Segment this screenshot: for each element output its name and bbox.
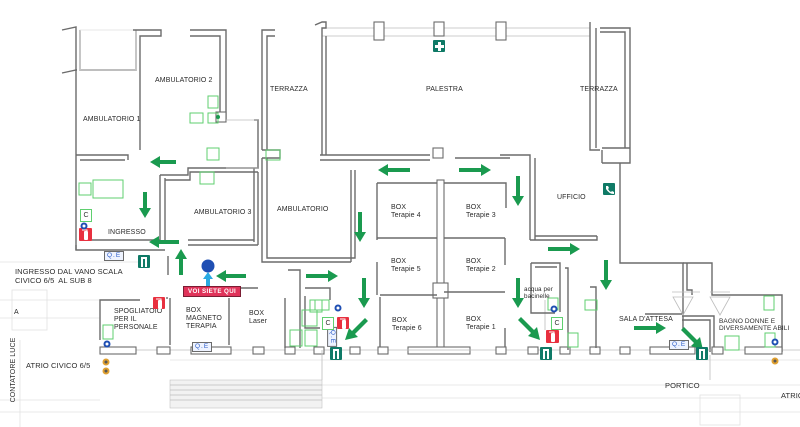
escape-arrow-down (354, 212, 366, 242)
escape-arrow-down-left (345, 318, 368, 340)
room-label-atrio-civico: ATRIO CIVICO 6/5 (26, 361, 91, 370)
background-lines (0, 261, 800, 427)
alarm-button-icon (771, 338, 779, 346)
room-label-terrazza-right: TERRAZZA (580, 86, 618, 93)
fixtures (78, 95, 776, 351)
emergency-phone-sign (603, 183, 615, 195)
c-marker: C (80, 209, 92, 222)
room-label-atrio-right: ATRIO (781, 391, 800, 400)
fire-extinguisher-sign (337, 317, 349, 329)
room-label-ingresso: INGRESSO (108, 229, 146, 236)
electric-panel-label: Q.E (104, 251, 125, 261)
first-aid-sign (433, 40, 445, 52)
first-aid-cross-icon (434, 41, 444, 51)
alarm-button-icon (550, 305, 558, 313)
room-label-box-terapie-5: BOX Terapie 5 (391, 258, 421, 274)
you-are-here-badge: VOI SIETE QUI (183, 286, 242, 297)
exit-door-icon (141, 256, 147, 267)
exit-door-icon (699, 348, 705, 359)
room-label-box-terapie-2: BOX Terapie 2 (466, 258, 496, 274)
escape-arrow-down-right (681, 327, 703, 350)
room-label-box-terapie-6: BOX Terapie 6 (392, 317, 422, 333)
escape-arrow-down-right (518, 317, 540, 340)
c-marker: C (551, 317, 563, 330)
phone-icon (605, 185, 614, 194)
alarm-button-icon (80, 222, 88, 230)
fire-extinguisher-icon (155, 298, 162, 309)
room-label-acqua-bacinelle: acqua per bacinelle (524, 286, 553, 301)
smoke-detector-icon (102, 367, 110, 375)
fire-extinguisher-sign (79, 228, 92, 241)
room-label-box-terapie-1: BOX Terapie 1 (466, 316, 496, 332)
room-label-ambulatorio-3: AMBULATORIO 3 (194, 209, 252, 216)
escape-arrow-down (139, 192, 151, 218)
walls-ambulatorio (261, 29, 430, 263)
c-marker: C (322, 317, 334, 330)
room-label-terrazza-left: TERRAZZA (270, 86, 308, 93)
escape-arrow-right (306, 270, 338, 282)
walls-palestra (314, 21, 631, 240)
escape-arrow-right (459, 164, 491, 176)
fire-extinguisher-icon (82, 229, 88, 240)
fire-extinguisher-icon (549, 331, 555, 342)
smoke-detector-icon (102, 358, 110, 366)
room-label-contatore-luce: CONTATORE LUCE (9, 337, 17, 403)
fire-extinguisher-sign (153, 297, 165, 309)
room-label-box-magneto: BOX MAGNETO TERAPIA (186, 307, 222, 331)
room-label-bagno-donne: BAGNO DONNE E DIVERSAMENTE ABILI (719, 318, 790, 333)
room-label-box-laser: BOX Laser (249, 310, 268, 326)
room-label-portico: PORTICO (665, 381, 700, 390)
escape-arrow-left (216, 270, 246, 282)
emergency-exit-sign (138, 255, 150, 268)
room-label-sala-attesa: SALA D'ATTESA (619, 316, 673, 323)
alarm-button-icon (334, 304, 342, 312)
escape-arrow-right (634, 322, 666, 334)
fire-extinguisher-sign (546, 330, 559, 343)
escape-arrow-up (175, 249, 187, 275)
room-label-ambulatorio-2: AMBULATORIO 2 (155, 77, 213, 84)
escape-arrow-left (378, 164, 410, 176)
electric-panel-label: Q.E (192, 342, 213, 352)
walls-ufficio-right (530, 163, 783, 352)
emergency-exit-sign (330, 347, 342, 360)
electric-panel-label: Q.E (669, 340, 690, 350)
room-label-ambulatorio-1: AMBULATORIO 1 (83, 116, 141, 123)
you-are-here-marker (201, 259, 215, 287)
green-dot-icon (216, 115, 220, 119)
emergency-exit-sign (540, 347, 552, 360)
room-label-box-terapie-3: BOX Terapie 3 (466, 204, 496, 220)
smoke-detector-icon (771, 357, 779, 365)
walls-left-block (61, 26, 259, 275)
walls-bottom-row (99, 262, 800, 380)
escape-arrow-left (150, 156, 176, 168)
escape-arrow-right (548, 243, 580, 255)
escape-arrow-down (512, 278, 524, 308)
alarm-button-icon (103, 340, 111, 348)
room-label-a: A (14, 309, 19, 316)
exit-door-icon (333, 348, 339, 359)
room-label-spogliatoio: SPOGLIATOIO PER IL PERSONALE (114, 308, 163, 332)
room-label-ufficio: UFFICIO (557, 194, 586, 201)
exit-door-icon (543, 348, 549, 359)
emergency-exit-sign (696, 347, 708, 360)
fire-extinguisher-icon (339, 318, 346, 329)
escape-arrow-left (149, 236, 179, 248)
escape-arrow-down (512, 176, 524, 206)
room-label-ingresso-scala: INGRESSO DAL VANO SCALA CIVICO 6/5 AL SU… (15, 267, 123, 285)
staircase (169, 379, 323, 409)
room-label-box-terapie-4: BOX Terapie 4 (391, 204, 421, 220)
room-label-palestra: PALESTRA (426, 86, 463, 93)
escape-arrow-down (358, 278, 370, 308)
escape-arrow-down (600, 260, 612, 290)
room-label-ambulatorio: AMBULATORIO (277, 206, 329, 213)
